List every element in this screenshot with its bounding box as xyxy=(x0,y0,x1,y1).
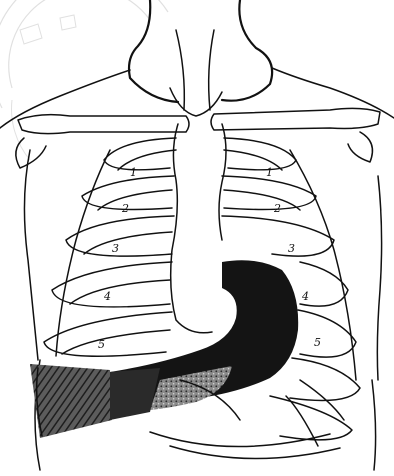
right-rib-label-4: 4 xyxy=(103,290,111,303)
right-rib-label-5: 5 xyxy=(98,338,105,351)
archive-stamp xyxy=(0,0,168,160)
right-rib-label-1: 1 xyxy=(130,166,137,179)
right-rib-label-3: 3 xyxy=(112,242,119,255)
right-rib-labels: 1 2 3 4 5 xyxy=(98,166,137,351)
neck-trachea xyxy=(129,0,272,116)
right-rib-label-2: 2 xyxy=(121,202,129,215)
left-rib-label-5: 5 xyxy=(314,336,321,349)
left-rib-label-4: 4 xyxy=(301,290,309,303)
clavicles xyxy=(16,108,380,168)
shaded-shadow xyxy=(30,260,344,446)
right-ribs xyxy=(44,138,176,356)
left-rib-label-2: 2 xyxy=(273,202,281,215)
mediastinum xyxy=(171,124,226,333)
left-rib-label-1: 1 xyxy=(266,166,273,179)
left-rib-label-3: 3 xyxy=(288,242,295,255)
